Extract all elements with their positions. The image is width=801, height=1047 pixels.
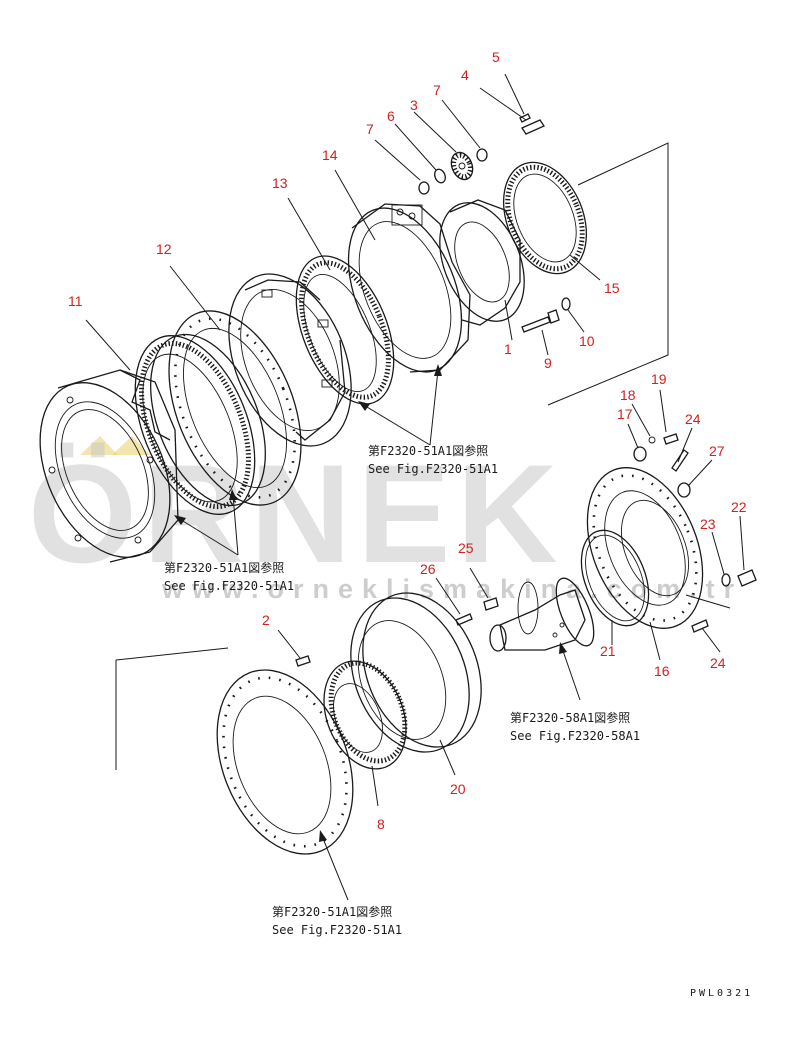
callout-10: 10 [579,333,595,349]
figure-references: 第F2320-51A1図参照 See Fig.F2320-51A1 第F2320… [164,443,640,937]
callout-6: 6 [387,108,395,124]
watermark-brand: ÖRNEK [28,435,564,592]
callout-3: 3 [410,97,418,113]
reference-en-mid: See Fig.F2320-51A1 [164,579,294,593]
callout-22: 22 [731,499,747,515]
callout-14: 14 [322,147,338,163]
reference-jp-mid: 第F2320-51A1図参照 [164,560,284,575]
callout-27: 27 [709,443,725,459]
callout-20: 20 [450,781,466,797]
callout-18: 18 [620,387,636,403]
part-gear-ring [502,161,588,275]
part-planet-carrier [228,273,352,447]
callout-13: 13 [272,175,288,191]
callout-1: 1 [504,341,512,357]
callout-7-left: 7 [366,121,374,137]
callout-5: 5 [492,49,500,65]
part-perforated-plate [168,310,302,506]
callout-25: 25 [458,540,474,556]
watermark-accent-mark [80,436,118,455]
callout-15: 15 [604,280,620,296]
callout-7-right: 7 [433,82,441,98]
reference-jp-bottom: 第F2320-51A1図参照 [272,904,392,919]
part-sun-ring [295,255,395,405]
reference-en-shaft: See Fig.F2320-58A1 [510,729,640,743]
part-output-shaft [455,577,595,652]
part-bottom-plate [216,655,354,855]
callouts: 1 2 3 4 5 6 7 7 8 9 10 11 12 13 14 15 16… [68,49,747,832]
part-gear [323,660,408,770]
part-seal-ring [580,529,650,627]
part-cover [439,199,525,326]
part-flange-plate [347,203,471,373]
callout-8: 8 [377,816,385,832]
part-small-hardware [418,113,571,333]
reference-en-top: See Fig.F2320-51A1 [368,462,498,476]
callout-12: 12 [156,241,172,257]
callout-24-top: 24 [685,411,701,427]
part-end-flange [586,467,704,629]
callout-4: 4 [461,67,469,83]
leader-lines [85,73,745,807]
watermark: ÖRNEK www.orneklismakina.com.tr [28,435,734,604]
callout-17: 17 [617,406,633,422]
reference-jp-shaft: 第F2320-58A1図参照 [510,710,630,725]
part-seal-disc [350,592,482,753]
callout-19: 19 [651,371,667,387]
callout-21: 21 [600,643,616,659]
reference-arrows [174,364,581,901]
callout-9: 9 [544,355,552,371]
callout-26: 26 [420,561,436,577]
reference-en-bottom: See Fig.F2320-51A1 [272,923,402,937]
drawing-code: PWL0321 [690,988,753,999]
watermark-accent-mark [112,436,150,455]
part-end-fasteners [633,433,757,633]
callout-11: 11 [68,293,83,309]
callout-23: 23 [700,516,716,532]
callout-24-bottom: 24 [710,655,726,671]
part-housing [39,369,179,563]
callout-16: 16 [654,663,670,679]
callout-2: 2 [262,612,270,628]
part-ring-gear [134,333,266,515]
reference-jp-top: 第F2320-51A1図参照 [368,443,488,458]
